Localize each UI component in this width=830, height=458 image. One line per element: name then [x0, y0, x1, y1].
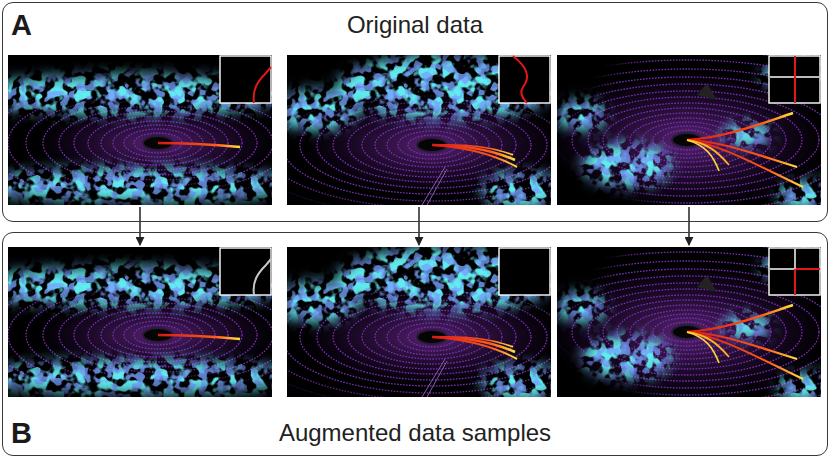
panel-letter: B — [11, 417, 32, 450]
down-arrow — [139, 207, 141, 245]
panel-header: B Augmented data samples — [3, 411, 827, 455]
panel-header: A Original data — [3, 3, 827, 47]
panel-title: Augmented data samples — [279, 419, 551, 447]
down-arrow — [418, 207, 420, 245]
panel-title: Original data — [347, 11, 483, 39]
panel: B Augmented data samples — [2, 232, 828, 456]
down-arrow — [688, 207, 690, 245]
panel-letter: A — [11, 9, 32, 42]
panel: A Original data — [2, 2, 828, 222]
